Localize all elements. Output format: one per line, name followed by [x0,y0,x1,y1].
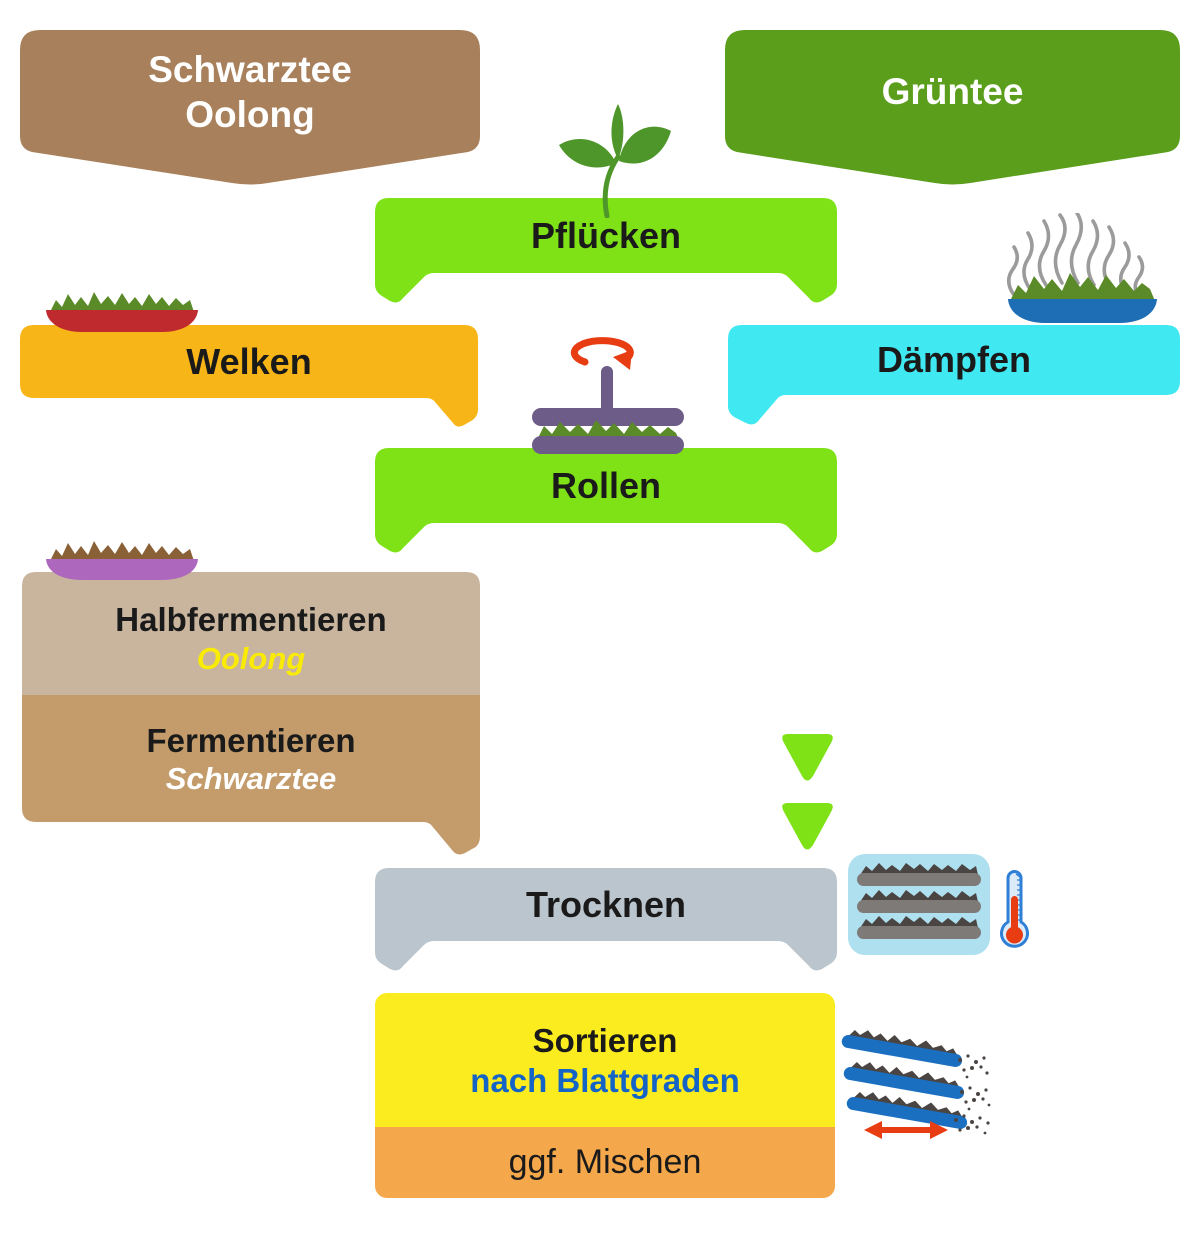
node-rollen: Rollen [375,448,837,560]
down-arrow-icon [779,800,836,854]
node-welken: Welken [20,325,478,438]
wilting-bowl-icon [42,286,202,334]
tea-sprout-icon [555,104,675,218]
thermometer-icon [998,866,1031,954]
node-rollen-label: Rollen [550,464,661,506]
node-gruentee: Grüntee [725,30,1180,188]
node-sortieren-bg [375,993,835,1127]
node-fermentieren-block: Halbfermentieren Oolong Fermentieren Sch… [22,572,480,865]
node-trocknen: Trocknen [375,868,837,978]
node-schwarztee-oolong-label: Schwarztee Oolong [148,49,352,135]
steaming-bowl-icon [1000,213,1165,335]
rolling-press-icon [528,326,688,458]
node-sortieren-label: Sortieren nach Blattgraden [470,1022,740,1099]
shake-arrow-icon [864,1121,948,1139]
node-daempfen-label: Dämpfen [876,339,1032,381]
node-schwarztee-oolong: Schwarztee Oolong [20,30,480,188]
fermenting-bowl-icon [42,536,202,582]
node-mischen-label: ggf. Mischen [508,1143,702,1182]
falling-particles [954,1054,991,1135]
node-pfluecken: Pflücken [375,198,837,310]
node-fermentieren-label: Fermentieren Schwarztee [146,721,356,797]
node-daempfen: Dämpfen [728,325,1180,430]
drying-racks-icon [848,854,990,955]
node-welken-label: Welken [186,340,312,382]
node-pfluecken-label: Pflücken [530,214,682,256]
down-arrow-icon [779,731,836,785]
sorting-sieves-icon [840,1018,1000,1143]
node-sortieren-block: Sortieren nach Blattgraden ggf. Mischen [375,993,835,1198]
node-halbfermentieren-label: Halbfermentieren Oolong [115,601,387,676]
node-gruentee-label: Grüntee [881,71,1024,113]
node-mischen-bg [375,1127,835,1198]
node-trocknen-label: Trocknen [525,883,687,925]
